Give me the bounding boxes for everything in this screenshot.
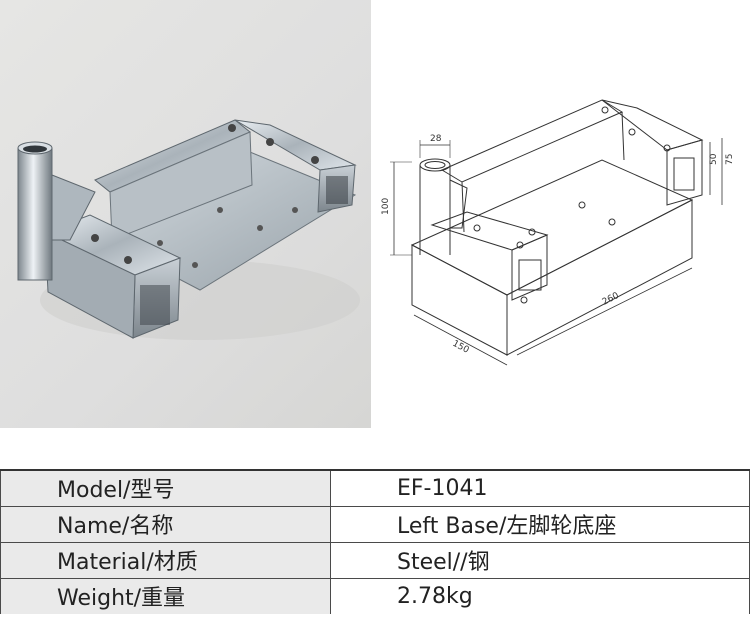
spec-label: Name/名称: [0, 505, 331, 543]
spec-label: Material/材质: [0, 541, 331, 579]
spec-row-name: Name/名称 Left Base/左脚轮底座: [0, 505, 750, 543]
spec-value: Left Base/左脚轮底座: [330, 505, 750, 543]
spec-table: Model/型号 EF-1041 Name/名称 Left Base/左脚轮底座…: [0, 469, 750, 614]
spec-row-model: Model/型号 EF-1041: [0, 469, 750, 507]
spec-label: Model/型号: [0, 469, 331, 507]
spec-value: 2.78kg: [330, 577, 750, 614]
spec-row-material: Material/材质 Steel//钢: [0, 541, 750, 579]
dim-height: 100: [381, 198, 391, 215]
dim-tube-height: 50: [709, 153, 719, 165]
dimension-drawing: 28 100 150 260 50 75: [381, 99, 735, 366]
dim-width: 150: [451, 339, 471, 356]
dim-tube-width: 75: [725, 154, 735, 165]
spec-value: Steel//钢: [330, 541, 750, 579]
spec-label: Weight/重量: [0, 577, 331, 614]
steel-base-photo: [17, 119, 360, 340]
spec-value: EF-1041: [330, 469, 750, 507]
dim-pipe-diameter: 28: [430, 134, 442, 144]
product-photo: [0, 0, 371, 428]
spec-row-weight: Weight/重量 2.78kg: [0, 577, 750, 614]
technical-drawing: 28 100 150 260 50 75: [372, 0, 750, 428]
